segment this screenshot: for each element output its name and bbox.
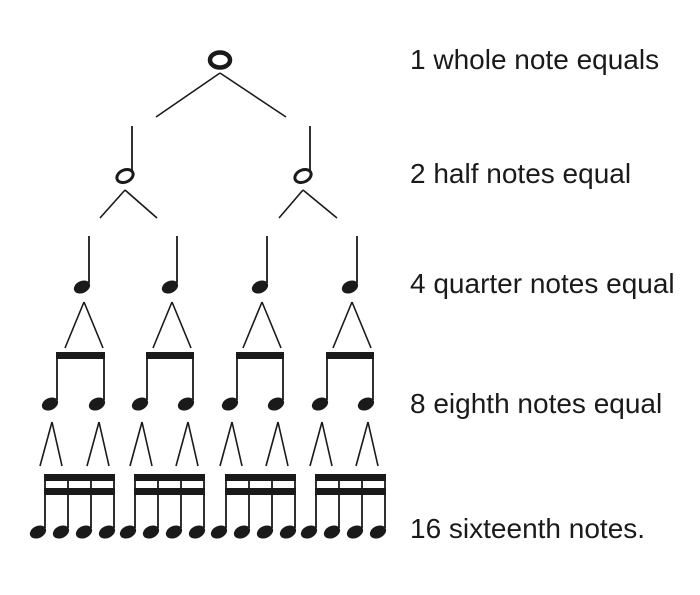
connector-line	[367, 421, 379, 467]
note-symbols	[29, 50, 387, 539]
sixteenth-note	[233, 525, 251, 539]
connector-line	[171, 301, 192, 349]
sixteenth-note	[279, 525, 297, 539]
half-note	[115, 167, 135, 185]
sixteenth-note	[29, 525, 47, 539]
connector-line	[332, 301, 353, 349]
sixteenth-note	[142, 525, 160, 539]
sixteenth-note	[52, 525, 70, 539]
half-note	[293, 167, 313, 185]
connector-line	[129, 421, 143, 467]
quarter-note	[341, 280, 359, 294]
connector-line	[155, 72, 221, 118]
sixteenth-beam-2	[315, 488, 386, 495]
eighth-beam	[146, 352, 194, 359]
quarter-note	[251, 280, 269, 294]
eighth-beam	[326, 352, 374, 359]
whole-note	[207, 50, 233, 70]
eighth-beam	[236, 352, 284, 359]
sixteenth-note	[75, 525, 93, 539]
half-notes-label: 2 half notes equal	[410, 158, 632, 189]
eighth-note	[177, 397, 195, 411]
eighth-note	[41, 397, 59, 411]
sixteenth-beam-1	[134, 474, 205, 481]
connector-line	[261, 301, 282, 349]
connector-line	[64, 301, 85, 349]
connector-line	[351, 301, 372, 349]
sixteenth-beam-2	[44, 488, 115, 495]
sixteenth-note	[119, 525, 137, 539]
sixteenth-note	[256, 525, 274, 539]
sixteenth-note	[369, 525, 387, 539]
sixteenth-note	[300, 525, 318, 539]
eighth-note	[221, 397, 239, 411]
eighth-note	[311, 397, 329, 411]
connector-line	[278, 189, 304, 219]
connector-line	[98, 421, 110, 467]
sixteenth-note	[346, 525, 364, 539]
eighth-notes-label: 8 eighth notes equal	[410, 388, 663, 419]
connector-line	[86, 421, 100, 467]
sixteenth-note	[165, 525, 183, 539]
quarter-note	[73, 280, 91, 294]
eighth-note	[131, 397, 149, 411]
connector-line	[83, 301, 104, 349]
sixteenth-beam-2	[134, 488, 205, 495]
connector-line	[302, 189, 338, 219]
sixteenth-notes-label: 16 sixteenth notes.	[410, 513, 646, 544]
eighth-note	[267, 397, 285, 411]
connector-line	[309, 421, 323, 467]
connector-lines	[39, 72, 379, 467]
connector-line	[187, 421, 199, 467]
sixteenth-note	[323, 525, 341, 539]
connector-line	[321, 421, 333, 467]
sixteenth-note	[210, 525, 228, 539]
connector-line	[99, 189, 126, 219]
connector-line	[219, 72, 287, 118]
eighth-note	[88, 397, 106, 411]
eighth-beam	[56, 352, 105, 359]
connector-line	[355, 421, 369, 467]
sixteenth-note	[98, 525, 116, 539]
sixteenth-beam-1	[315, 474, 386, 481]
connector-line	[51, 421, 63, 467]
whole-note-label: 1 whole note equals	[410, 44, 660, 75]
quarter-notes-label: 4 quarter notes equal	[410, 268, 675, 299]
connector-line	[152, 301, 173, 349]
connector-line	[219, 421, 233, 467]
sixteenth-beam-2	[225, 488, 296, 495]
connector-line	[175, 421, 189, 467]
connector-line	[231, 421, 243, 467]
connector-line	[39, 421, 53, 467]
connector-line	[265, 421, 279, 467]
sixteenth-beam-1	[44, 474, 115, 481]
eighth-note	[357, 397, 375, 411]
connector-line	[242, 301, 263, 349]
sixteenth-note	[188, 525, 206, 539]
sixteenth-beam-1	[225, 474, 296, 481]
quarter-note	[161, 280, 179, 294]
connector-line	[277, 421, 289, 467]
connector-line	[124, 189, 158, 219]
connector-line	[141, 421, 153, 467]
